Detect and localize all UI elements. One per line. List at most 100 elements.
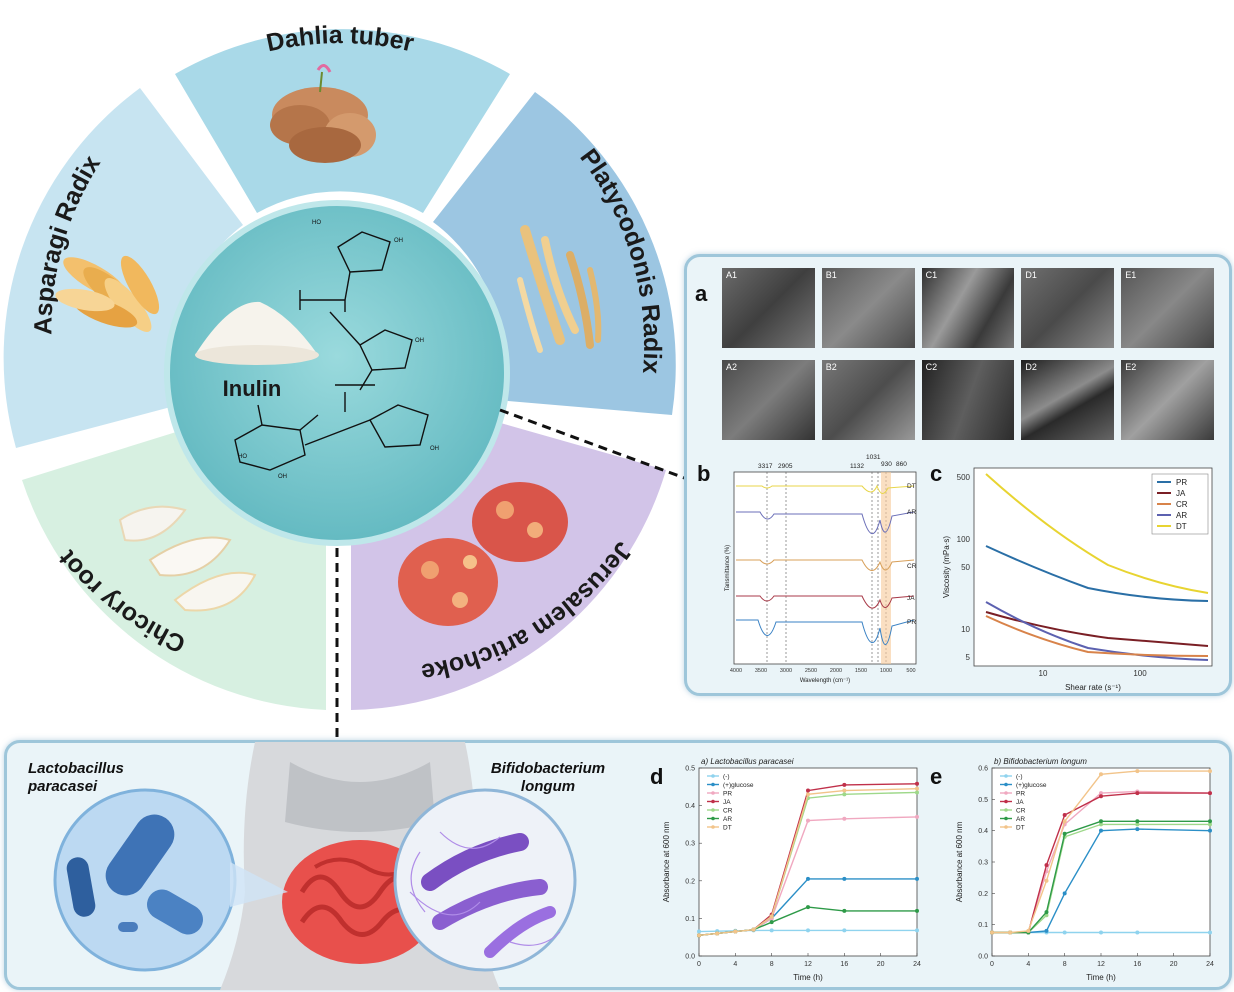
growth-data-point: [806, 818, 810, 823]
growth-data-point: [1208, 819, 1212, 824]
viscosity-xtick: 10: [1039, 669, 1048, 678]
ftir-chart: 3317 2905 1132 1031 930 860 DT AR CR JA …: [725, 454, 917, 684]
growth-data-point: [915, 928, 919, 933]
growth-data-point: [915, 786, 919, 791]
chicory-root-illustration: [118, 505, 257, 612]
growth-xtick: 24: [913, 961, 921, 968]
sem-tile-label: E1: [1125, 270, 1137, 280]
growth-data-point: [842, 782, 847, 787]
svg-text:OH: OH: [278, 474, 287, 480]
sem-tile-label: D2: [1025, 362, 1037, 372]
viscosity-yticks: 5 10 50 100 500: [957, 473, 971, 662]
growth-data-point: [842, 792, 847, 797]
growth-ytick: 0.1: [685, 916, 695, 923]
viscosity-legend-label: JA: [1176, 489, 1186, 498]
sem-tile: B1: [821, 268, 915, 348]
growth-data-point: [1135, 819, 1140, 824]
sem-tile: E2: [1121, 360, 1214, 440]
growth-legend-marker: [1004, 774, 1008, 778]
growth-data-point: [1062, 819, 1067, 824]
panel-d-letter: d: [650, 764, 664, 789]
growth-legend-marker: [711, 799, 715, 804]
viscosity-ytick: 50: [961, 563, 970, 572]
growth-legend-marker: [1004, 816, 1008, 821]
growth-data-point: [1099, 772, 1103, 777]
growth-series-line: [992, 770, 1210, 934]
svg-text:OH: OH: [415, 338, 424, 344]
viscosity-xlabel: Shear rate (s⁻¹): [1065, 683, 1121, 692]
viscosity-curve-pr: [985, 545, 1209, 602]
growth-legend-marker: [711, 774, 715, 778]
growth-data-point: [1099, 791, 1103, 796]
sem-tile-label: E2: [1125, 362, 1137, 372]
ftir-trace-label: AR: [907, 509, 916, 516]
growth-data-point: [806, 788, 810, 793]
sem-row-top: A1 B1 C1 D1 E1: [722, 268, 1214, 348]
growth-data-point: [1044, 878, 1049, 883]
ftir-trace-pr: [736, 619, 915, 645]
growth-legend-label: JA: [723, 799, 731, 806]
growth-data-point: [715, 931, 720, 936]
growth-data-point: [806, 876, 810, 881]
growth-data-point: [915, 781, 919, 786]
growth-data-point: [842, 788, 847, 793]
ftir-trace-cr: [736, 559, 915, 571]
growth-legend-label: JA: [1016, 799, 1024, 806]
viscosity-chart: 5 10 50 100 500 10 100 Shear rate (s⁻¹) …: [942, 467, 1213, 692]
growth-data-point: [842, 928, 847, 933]
ftir-xticks: 4000 3500 3000 2500 2000 1500 1000 500: [730, 668, 916, 674]
growth-data-point: [1008, 930, 1013, 935]
growth-legend-label: (-): [723, 774, 730, 781]
growth-xtick: 16: [840, 961, 848, 968]
growth-legend-marker: [711, 816, 715, 821]
growth-ylabel: Absorbance at 600 nm: [955, 821, 964, 902]
growth-data-point: [915, 790, 919, 795]
growth-data-point: [990, 930, 994, 935]
growth-data-point: [1135, 827, 1140, 832]
ftir-trace-label: JA: [907, 595, 915, 602]
ftir-peak-label: 1031: [866, 454, 881, 461]
growth-plot-area: [991, 767, 1211, 957]
growth-ytick: 0.4: [978, 828, 988, 835]
growth-data-point: [1062, 831, 1067, 836]
growth-legend-label: PR: [1016, 791, 1025, 798]
svg-text:OH: OH: [430, 446, 439, 452]
growth-ytick: 0.1: [978, 922, 988, 929]
growth-legend-label: DT: [1016, 825, 1025, 832]
dahlia-tuber-illustration: [270, 64, 376, 163]
growth-data-point: [769, 914, 774, 919]
sem-tile-label: D1: [1025, 270, 1037, 280]
connector-to-characterization: [499, 408, 691, 482]
ftir-xtick: 500: [906, 668, 915, 674]
growth-ytick: 0.6: [978, 766, 988, 773]
growth-legend-marker: [1004, 808, 1008, 812]
growth-data-point: [842, 908, 847, 913]
growth-xtick: 12: [804, 961, 812, 968]
ftir-xtick: 3500: [755, 668, 767, 674]
viscosity-ytick: 10: [961, 625, 970, 634]
growth-data-point: [769, 920, 774, 925]
sem-tile-label: A1: [726, 270, 738, 280]
growth-data-point: [769, 928, 774, 933]
sem-tile: C2: [921, 360, 1015, 440]
ftir-peak-label: 930: [881, 461, 892, 468]
growth-data-point: [1208, 828, 1212, 833]
ftir-trace-label: DT: [907, 483, 916, 490]
growth-data-point: [697, 933, 701, 938]
gut-illustration: [53, 742, 577, 990]
growth-xtick: 0: [990, 961, 994, 968]
ftir-xtick: 1500: [855, 668, 867, 674]
viscosity-legend: PR JA CR AR DT: [1151, 473, 1209, 535]
inulin-center-circle: [164, 200, 510, 546]
sem-tile-label: C1: [925, 270, 938, 280]
growth-data-point: [1026, 928, 1031, 933]
growth-xtick: 20: [877, 961, 885, 968]
lactobacillus-label: Lactobacillus paracasei: [28, 760, 124, 795]
growth-legend-marker: [1004, 782, 1008, 787]
ftir-xtick: 2500: [805, 668, 817, 674]
inulin-structure-diagram: [234, 231, 429, 471]
growth-legend-label: PR: [723, 791, 732, 798]
growth-chart-title: b) Bifidobacterium longum: [994, 757, 1087, 766]
growth-legend-marker: [711, 791, 715, 795]
